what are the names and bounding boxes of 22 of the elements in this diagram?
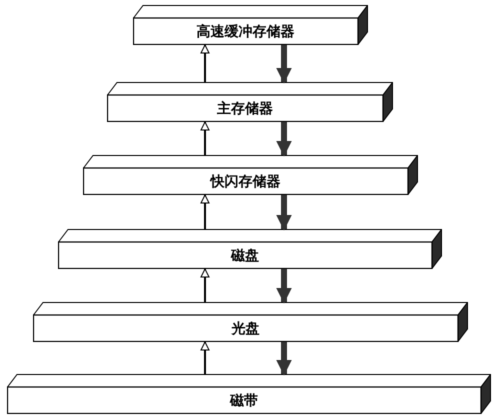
arrow: [200, 44, 210, 82]
arrow: [200, 122, 210, 155]
arrow: [276, 269, 292, 304]
arrow: [200, 268, 210, 302]
storage-bar: [7, 374, 491, 414]
storage-bar: [83, 155, 418, 195]
bar-label: 磁带: [230, 394, 258, 408]
storage-bar: [58, 229, 442, 269]
bar-label: 快闪存储器: [210, 174, 280, 188]
bar-label: 高速缓冲存储器: [196, 24, 294, 38]
arrow: [200, 342, 210, 374]
bar-label: 光盘: [232, 322, 260, 336]
bar-label: 磁盘: [231, 248, 259, 262]
arrow: [200, 194, 210, 229]
arrow: [276, 342, 292, 376]
bar-label: 主存储器: [217, 102, 273, 116]
storage-bar: [133, 5, 368, 45]
storage-bar: [33, 302, 468, 342]
storage-bar: [107, 82, 393, 122]
arrow: [276, 45, 292, 84]
arrow: [276, 122, 292, 157]
arrow: [276, 195, 292, 231]
